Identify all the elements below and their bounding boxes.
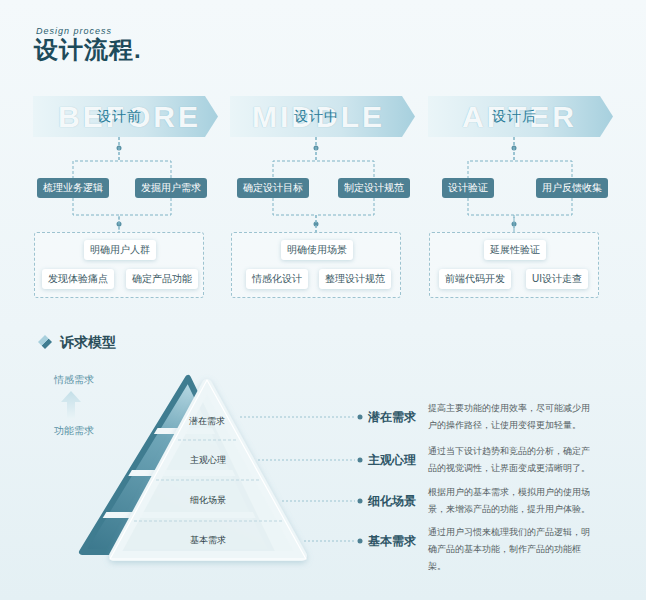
stage-name: 设计前 bbox=[97, 108, 142, 126]
leader-dot bbox=[358, 415, 363, 420]
leader-dots bbox=[358, 415, 363, 544]
node-text: 设计验证 bbox=[448, 182, 488, 194]
flow-connector bbox=[73, 198, 119, 232]
node-text: 确定产品功能 bbox=[132, 273, 192, 285]
leader-dot bbox=[358, 458, 363, 463]
flow-connector bbox=[468, 137, 514, 178]
node-text: 前端代码开发 bbox=[445, 273, 505, 285]
axis-label: 功能需求 bbox=[54, 424, 94, 438]
leader-line bbox=[240, 417, 355, 418]
section-icon bbox=[38, 335, 52, 349]
flow-connector bbox=[468, 198, 514, 232]
node-text: 确定设计目标 bbox=[243, 182, 303, 194]
pyramid-front bbox=[114, 384, 302, 556]
group-box: 延展性验证前端代码开发 UI设计走查 bbox=[429, 232, 599, 298]
flow-connector bbox=[316, 198, 374, 232]
node-text: 整理设计规范 bbox=[325, 273, 385, 285]
flow-connector bbox=[316, 137, 374, 178]
node-text: 主观心理 bbox=[190, 455, 226, 466]
leader-dot bbox=[358, 539, 363, 544]
node-text: 情感化设计 bbox=[252, 273, 302, 285]
task-tag: 制定设计规范 bbox=[338, 178, 410, 198]
flow-connector bbox=[273, 198, 316, 232]
level-heading: 潜在需求 bbox=[368, 409, 416, 425]
band-divider bbox=[134, 521, 282, 522]
level-heading: 细化场景 bbox=[368, 493, 416, 509]
group-box: 明确用户人群发现体验痛点 确定产品功能 bbox=[34, 232, 204, 298]
group-box: 明确使用场景情感化设计 整理设计规范 bbox=[231, 232, 401, 298]
band-divider bbox=[156, 480, 259, 481]
subtask-tag: UI设计走查 bbox=[526, 269, 588, 289]
subtask-tag: 前端代码开发 bbox=[439, 269, 511, 289]
pyramid bbox=[40, 378, 306, 559]
level-description: 提高主要功能的使用效率，尽可能减少用户的操作路径，让使用变得更加轻量。 bbox=[428, 400, 596, 434]
node-text: 发现体验痛点 bbox=[48, 273, 108, 285]
task-tag: 设计验证 bbox=[442, 178, 494, 198]
task-tag: 梳理业务逻辑 bbox=[37, 178, 109, 198]
node-text: 用户反馈收集 bbox=[542, 182, 602, 194]
node-text: 发掘用户需求 bbox=[141, 182, 201, 194]
level-heading: 主观心理 bbox=[368, 452, 416, 468]
banner-fill bbox=[33, 96, 218, 137]
leader-lines bbox=[240, 417, 355, 541]
level-description: 通过用户习惯来梳理我们的产品逻辑，明确产品的基本功能，制作产品的功能框架。 bbox=[428, 524, 596, 575]
subtask-tag: 发现体验痛点 bbox=[42, 269, 114, 289]
node-text: UI设计走查 bbox=[532, 273, 582, 285]
node-text: 梳理业务逻辑 bbox=[43, 182, 103, 194]
leader-line bbox=[304, 541, 355, 542]
section-heading: 诉求模型 bbox=[60, 333, 116, 351]
axis-label: 情感需求 bbox=[54, 373, 94, 387]
level-heading: 基本需求 bbox=[368, 533, 416, 549]
level-description: 通过当下设计趋势和竞品的分析，确定产品的视觉调性，让界面变成更清晰明了。 bbox=[428, 443, 596, 477]
subtask-tag: 整理设计规范 bbox=[319, 269, 391, 289]
flow-connector bbox=[273, 137, 316, 178]
node-text: 制定设计规范 bbox=[344, 182, 404, 194]
flow-connector bbox=[73, 137, 119, 178]
leader-dot bbox=[358, 499, 363, 504]
stage-name: 设计中 bbox=[294, 108, 339, 126]
task-tag: 用户反馈收集 bbox=[536, 178, 608, 198]
pyramid-band: 细化场景 bbox=[190, 495, 226, 506]
node-text: 潜在需求 bbox=[189, 416, 225, 427]
node-text: 明确用户人群 bbox=[90, 244, 150, 256]
flow-connector bbox=[514, 137, 572, 178]
node-text: 基本需求 bbox=[190, 535, 226, 546]
pyramid-band: 基本需求 bbox=[190, 535, 226, 546]
pyramid-band: 主观心理 bbox=[190, 455, 226, 466]
banner-fill bbox=[230, 96, 415, 137]
task-tag: 确定设计目标 bbox=[237, 178, 309, 198]
band-divider bbox=[178, 440, 237, 441]
flow-connector bbox=[119, 198, 171, 232]
leader-line bbox=[258, 460, 355, 461]
leader-line bbox=[282, 501, 355, 502]
subtask-tag: 情感化设计 bbox=[246, 269, 308, 289]
subtask-tag: 明确用户人群 bbox=[84, 240, 156, 260]
pyramid-rim bbox=[110, 380, 306, 559]
up-arrow bbox=[61, 391, 81, 419]
subtask-tag: 明确使用场景 bbox=[281, 240, 353, 260]
title: 设计流程. bbox=[34, 36, 142, 64]
node-text: 细化场景 bbox=[190, 495, 226, 506]
flow-connector bbox=[514, 198, 572, 232]
banner-fill bbox=[428, 96, 613, 137]
task-tag: 发掘用户需求 bbox=[135, 178, 207, 198]
level-description: 根据用户的基本需求，模拟用户的使用场景，来增添产品的功能，提升用户体验。 bbox=[428, 484, 596, 518]
stage-name: 设计后 bbox=[492, 108, 537, 126]
node-text: 延展性验证 bbox=[490, 244, 540, 256]
pyramid-band: 潜在需求 bbox=[189, 416, 225, 427]
node-text: 明确使用场景 bbox=[287, 244, 347, 256]
subtask-tag: 延展性验证 bbox=[484, 240, 546, 260]
subtask-tag: 确定产品功能 bbox=[126, 269, 198, 289]
subtitle: Design process bbox=[36, 26, 112, 36]
flow-connector bbox=[119, 137, 171, 178]
